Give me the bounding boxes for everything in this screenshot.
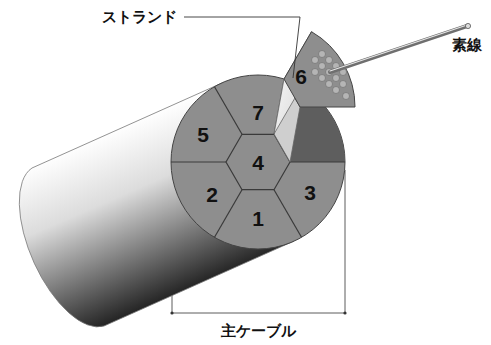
- wire: [330, 26, 467, 72]
- leader-line: [184, 17, 300, 78]
- wire-highlight: [330, 25, 467, 71]
- callout-number: 5: [197, 124, 209, 145]
- callout-number: 4: [252, 152, 264, 173]
- wire-bundle: [312, 51, 350, 100]
- part-label: 主ケーブル: [221, 323, 296, 338]
- wire-end: [465, 23, 470, 28]
- callout-number: 7: [252, 102, 264, 123]
- callout-number: 3: [304, 182, 316, 203]
- dimension-dot: [170, 311, 173, 314]
- callout-number: 1: [252, 208, 264, 229]
- part-label: 素線: [452, 37, 482, 52]
- callout-number: 6: [295, 66, 307, 87]
- dimension-dot: [343, 311, 346, 314]
- part-label: ストランド: [102, 9, 177, 24]
- strand-face: [284, 32, 355, 107]
- callout-number: 2: [206, 184, 218, 205]
- strand-division: [171, 87, 345, 238]
